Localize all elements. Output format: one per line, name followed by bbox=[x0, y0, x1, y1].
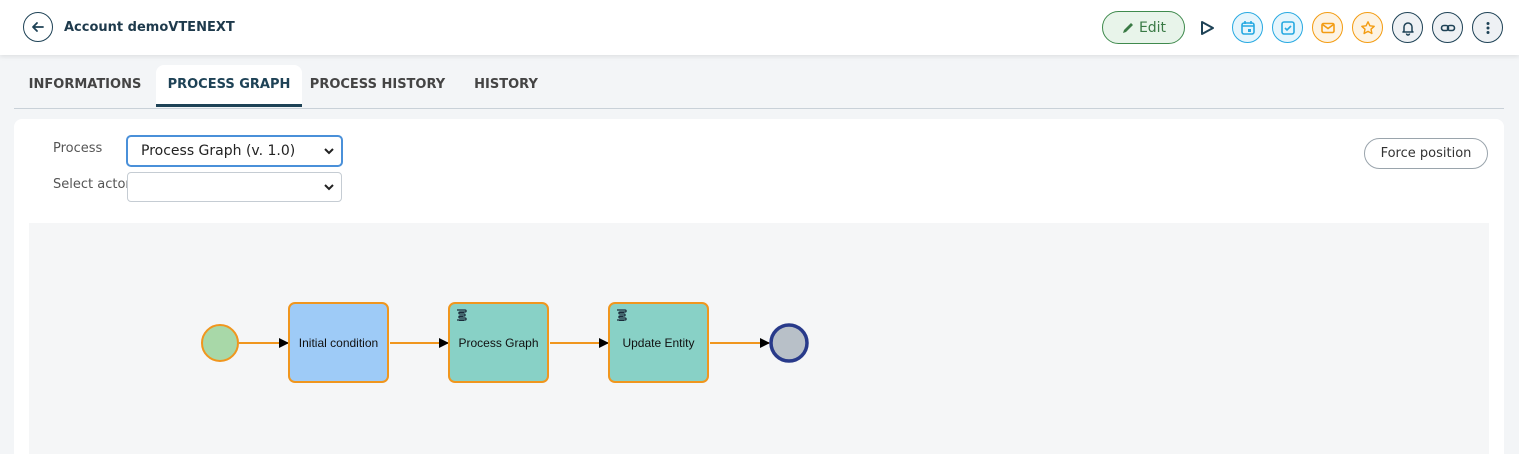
tab-informations[interactable]: INFORMATIONS bbox=[28, 77, 142, 92]
back-button[interactable] bbox=[23, 12, 53, 42]
start-event[interactable] bbox=[201, 324, 239, 362]
edit-label: Edit bbox=[1138, 19, 1167, 36]
favorite-button[interactable] bbox=[1352, 12, 1383, 43]
process-label: Process bbox=[53, 141, 103, 156]
node-label: Initial condition bbox=[298, 335, 379, 350]
chevron-down-icon bbox=[324, 148, 334, 155]
graph-edges bbox=[201, 323, 809, 363]
tab-process-graph[interactable]: PROCESS GRAPH bbox=[156, 65, 302, 107]
checkbox-icon bbox=[1280, 20, 1295, 35]
chevron-down-icon bbox=[324, 184, 334, 191]
calendar-icon bbox=[1240, 20, 1255, 35]
process-select[interactable]: Process Graph (v. 1.0) bbox=[127, 136, 342, 166]
script-icon bbox=[617, 309, 627, 321]
star-icon bbox=[1360, 20, 1375, 34]
more-vertical-icon bbox=[1486, 21, 1489, 34]
edit-button[interactable]: Edit bbox=[1102, 11, 1185, 44]
process-graph-panel: Process Process Graph (v. 1.0) Select ac… bbox=[14, 119, 1504, 454]
mail-icon bbox=[1320, 22, 1335, 33]
more-button[interactable] bbox=[1472, 12, 1503, 43]
link-button[interactable] bbox=[1432, 12, 1463, 43]
notifications-button[interactable] bbox=[1392, 12, 1423, 43]
tab-process-history[interactable]: PROCESS HISTORY bbox=[309, 77, 446, 92]
end-event[interactable] bbox=[769, 323, 809, 363]
page-title: Account demoVTENEXT bbox=[64, 20, 235, 35]
arrow-left-icon bbox=[32, 22, 44, 32]
tab-history[interactable]: HISTORY bbox=[474, 77, 538, 92]
pencil-icon bbox=[1122, 22, 1133, 33]
node-label: Process Graph bbox=[458, 335, 539, 350]
top-bar: Account demoVTENEXT Edit bbox=[0, 0, 1519, 55]
task-button[interactable] bbox=[1272, 12, 1303, 43]
actor-label: Select actor bbox=[53, 177, 131, 192]
node-process-graph[interactable]: Process Graph bbox=[448, 302, 549, 383]
mail-button[interactable] bbox=[1312, 12, 1343, 43]
script-icon bbox=[457, 309, 467, 321]
play-icon[interactable] bbox=[1197, 18, 1217, 38]
node-update-entity[interactable]: Update Entity bbox=[608, 302, 709, 383]
node-initial-condition[interactable]: Initial condition bbox=[288, 302, 389, 383]
graph-canvas: Initial condition Process Graph Update E… bbox=[29, 223, 1489, 454]
node-label: Update Entity bbox=[622, 335, 695, 350]
actor-select[interactable] bbox=[127, 172, 342, 202]
tab-bar: INFORMATIONS PROCESS GRAPH PROCESS HISTO… bbox=[14, 65, 1504, 109]
force-position-button[interactable]: Force position bbox=[1364, 138, 1488, 169]
bell-icon bbox=[1401, 21, 1414, 36]
link-icon bbox=[1440, 24, 1455, 31]
calendar-button[interactable] bbox=[1232, 12, 1263, 43]
process-select-value: Process Graph (v. 1.0) bbox=[141, 143, 296, 159]
